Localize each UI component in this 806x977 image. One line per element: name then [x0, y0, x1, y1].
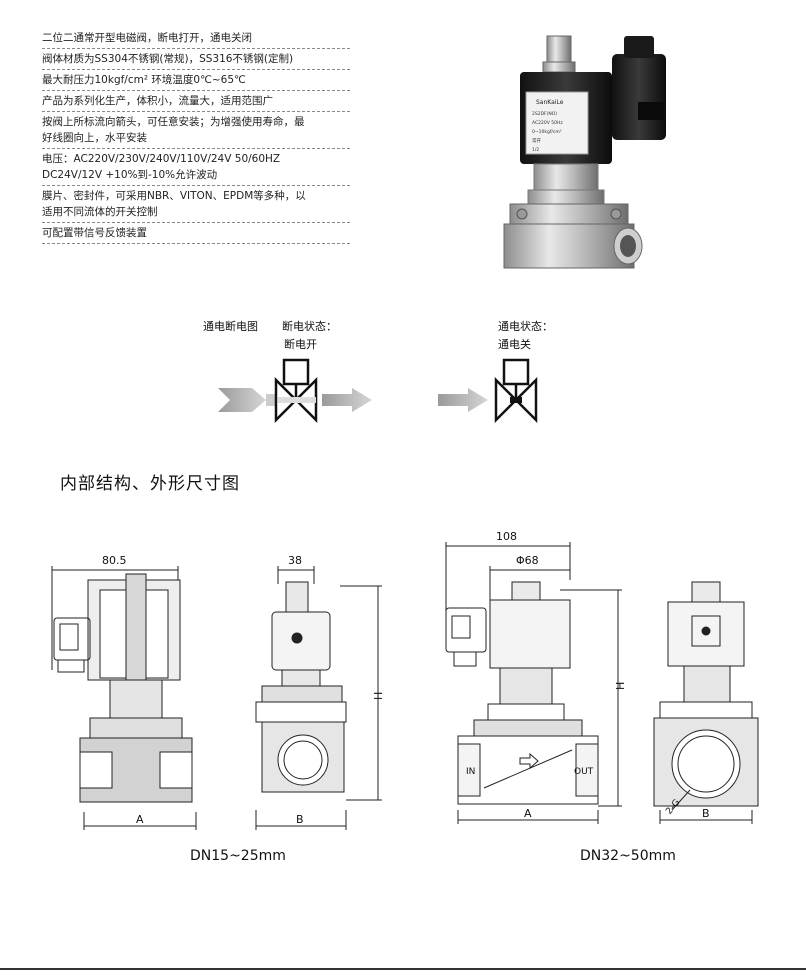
- dim-h-large: H: [614, 682, 627, 690]
- port-out-label: OUT: [574, 767, 594, 777]
- bottom-divider: [0, 968, 806, 970]
- caption-large-valve: DN32~50mm: [580, 848, 676, 864]
- label-line: AC220V 50Hz: [532, 120, 563, 126]
- spec-row: 最大耐压力10kgf/cm² 环境温度0℃~65℃: [42, 70, 350, 91]
- product-photo: SanKaiLe 2S2DF(NO) AC220V 50Hz 0~10kgf/c…: [503, 35, 666, 269]
- valve-open-icon: [274, 358, 318, 424]
- spec-row: 可配置带信号反馈装置: [42, 223, 350, 244]
- spec-row: 阀体材质为SS304不锈钢(常规)，SS316不锈钢(定制): [42, 49, 350, 70]
- dimension-drawings: 80.5 38 108 Φ68 H H A B A B 2-G IN OUT: [51, 530, 759, 830]
- spec-row: 电压：AC220V/230V/240V/110V/24V 50/60HZ DC2…: [42, 149, 350, 186]
- dim-phi68: Φ68: [516, 554, 539, 567]
- off-state-value: 断电开: [284, 338, 317, 351]
- flow-arrow-icon: [438, 388, 488, 412]
- spec-list: 二位二通常开型电磁阀，断电打开，通电关闭 阀体材质为SS304不锈钢(常规)，S…: [42, 28, 350, 244]
- dim-38: 38: [288, 554, 302, 567]
- label-line: 常开: [532, 137, 541, 144]
- dim-108: 108: [496, 530, 517, 543]
- spec-row: 产品为系列化生产，体积小，流量大，适用范围广: [42, 91, 350, 112]
- spec-row: 膜片、密封件，可采用NBR、VITON、EPDM等多种，以 适用不同流体的开关控…: [42, 186, 350, 223]
- dim-a-large: A: [524, 807, 532, 820]
- flow-direction-icon: [519, 752, 539, 770]
- dim-80-5: 80.5: [102, 554, 127, 567]
- label-line: 0~10kgf/cm²: [532, 129, 562, 135]
- dim-b-small: B: [296, 813, 304, 826]
- flow-graphics: [218, 358, 538, 424]
- dim-b-large: B: [702, 807, 710, 820]
- dim-a-small: A: [136, 813, 144, 826]
- label-line: 1/2: [532, 147, 539, 153]
- dim-h-small: H: [372, 692, 385, 700]
- flow-arrow-icon: [218, 388, 266, 412]
- brand-label: SanKaiLe: [536, 99, 564, 106]
- on-state-title: 通电状态：: [498, 320, 553, 333]
- spec-row: 二位二通常开型电磁阀，断电打开，通电关闭: [42, 28, 350, 49]
- spec-row: 按阀上所标流向箭头，可任意安装；为增强使用寿命，最 好线圈向上，水平安装: [42, 112, 350, 149]
- port-in-label: IN: [466, 767, 475, 777]
- caption-small-valve: DN15~25mm: [190, 848, 286, 864]
- valve-closed-icon: [494, 358, 538, 424]
- on-state-value: 通电关: [498, 338, 531, 351]
- section-title: 内部结构、外形尺寸图: [60, 474, 240, 494]
- flow-diagram: 通电断电图 断电状态： 断电开 通电状态： 通电关: [0, 300, 806, 450]
- flow-arrow-icon: [322, 388, 372, 412]
- label-line: 2S2DF(NO): [532, 111, 557, 117]
- flow-diagram-label: 通电断电图: [203, 320, 258, 333]
- off-state-title: 断电状态：: [282, 320, 337, 333]
